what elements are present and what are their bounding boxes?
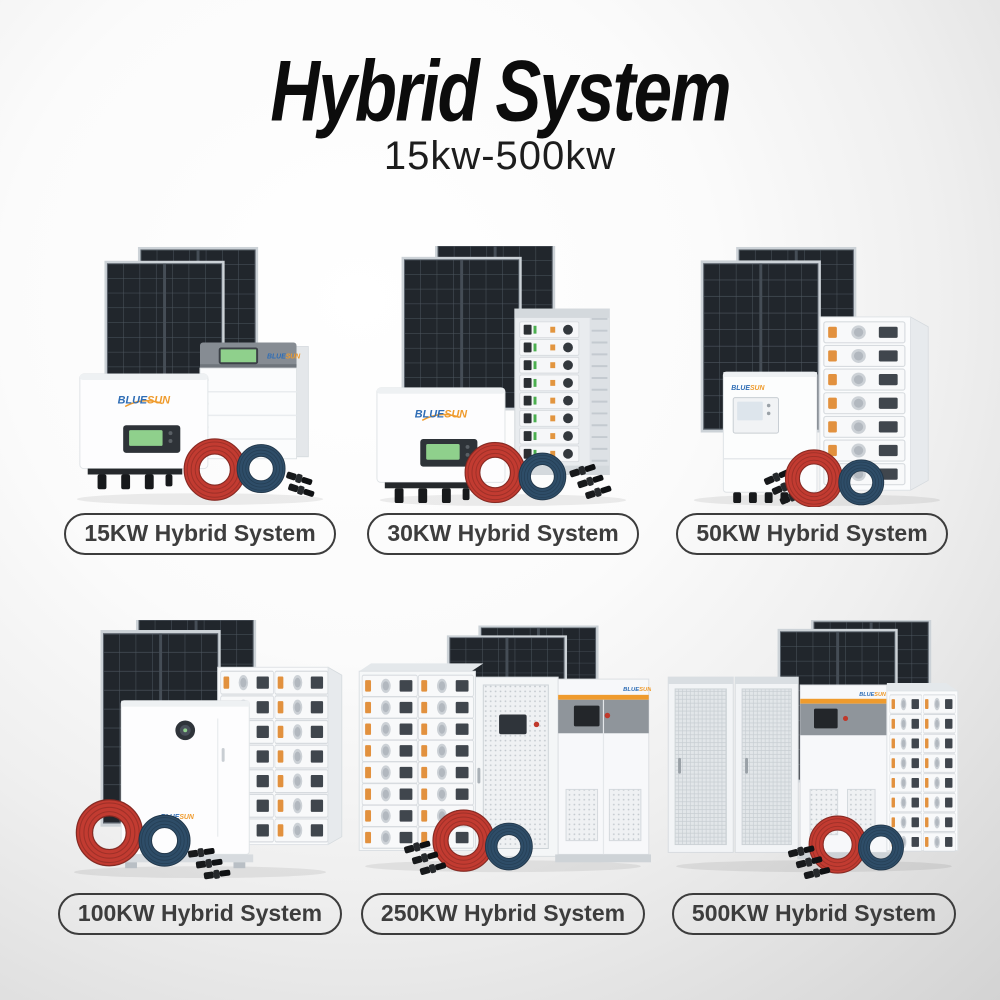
product-illustration-15kw [76,246,324,507]
product-label-500kw: 500KW Hybrid System [671,893,957,935]
product-label-15kw: 15KW Hybrid System [64,513,336,555]
product-card-100kw: 100KW Hybrid System [52,620,348,935]
inverter-cabinet [117,700,254,869]
battery-rack [886,683,959,852]
product-illustration-100kw [52,620,343,881]
transformer-cabinet [555,678,651,863]
battery-rack [514,308,610,475]
product-illustration-30kw [376,246,627,507]
product-card-250kw: 250KW Hybrid System [355,620,651,935]
mesh-cabinets [667,676,799,853]
product-illustration-500kw [667,620,959,881]
page-title: Hybrid System [270,42,731,139]
product-label-30kw: 30KW Hybrid System [367,513,639,555]
product-card-15kw: 15KW Hybrid System [52,246,348,555]
cable-coils [184,439,285,500]
page-subtitle: 15kw-500kw [383,134,617,178]
product-label-100kw: 100KW Hybrid System [57,893,343,935]
transformer-cabinet [797,684,890,860]
pcs-cabinet [474,676,559,857]
product-illustration-50kw [693,246,941,507]
product-illustration-250kw [358,625,651,881]
product-card-500kw: 500KW Hybrid System [666,620,962,935]
product-label-50kw: 50KW Hybrid System [676,513,948,555]
product-card-50kw: 50KW Hybrid System [664,246,960,555]
product-card-30kw: 30KW Hybrid System [355,246,651,555]
poster-header: Hybrid System 15kw-500kw [0,42,1000,179]
product-label-250kw: 250KW Hybrid System [360,893,646,935]
mc4-connectors [285,470,316,499]
